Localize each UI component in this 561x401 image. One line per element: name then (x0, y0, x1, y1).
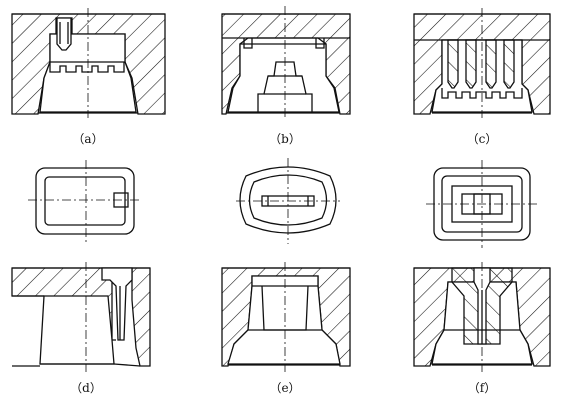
panel-f-section (413, 262, 551, 372)
panel-e-section (221, 262, 351, 372)
panel-d-section (11, 262, 151, 372)
panel-f-label: （f） (468, 381, 496, 395)
panel-e-plan (236, 158, 340, 244)
panel-e-label: （e） (269, 381, 300, 395)
panel-b-label: （b） (269, 132, 301, 146)
panel-d-label: （d） (70, 381, 102, 395)
panel-c-section (413, 8, 551, 118)
panel-a-label: （a） (72, 132, 103, 146)
panel-f-plan (426, 160, 538, 248)
panel-d-plan (28, 160, 140, 242)
panel-c-label: （c） (467, 132, 498, 146)
panel-a-section (11, 8, 166, 118)
panel-b-section (221, 6, 351, 118)
